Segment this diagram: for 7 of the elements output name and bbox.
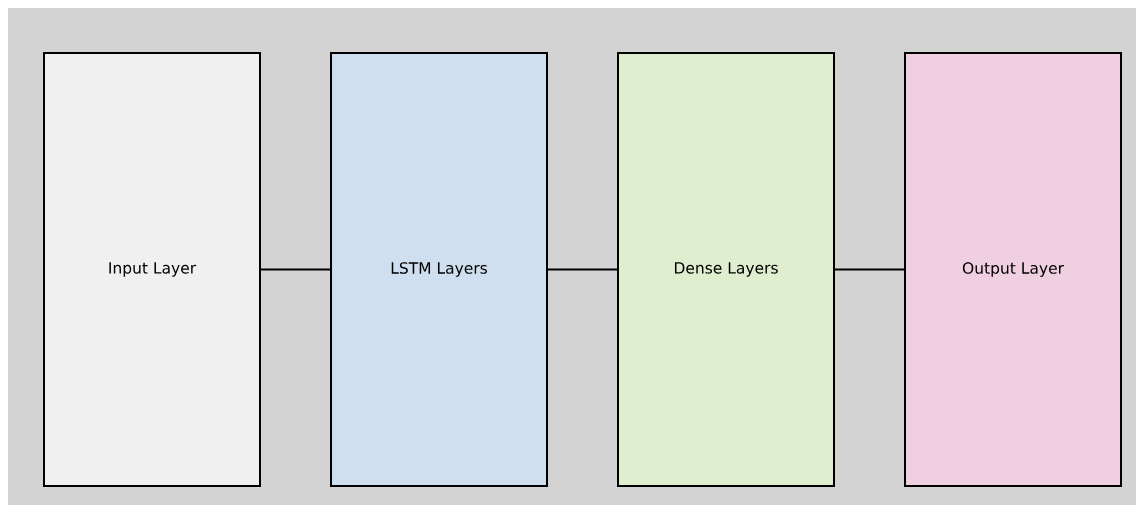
layer-box: Dense Layers (617, 52, 835, 487)
connector-line (834, 268, 905, 271)
layer-box: LSTM Layers (330, 52, 548, 487)
connector-line (547, 268, 618, 271)
layer-box: Output Layer (904, 52, 1122, 487)
layer-box: Input Layer (43, 52, 261, 487)
connector-line (260, 268, 331, 271)
